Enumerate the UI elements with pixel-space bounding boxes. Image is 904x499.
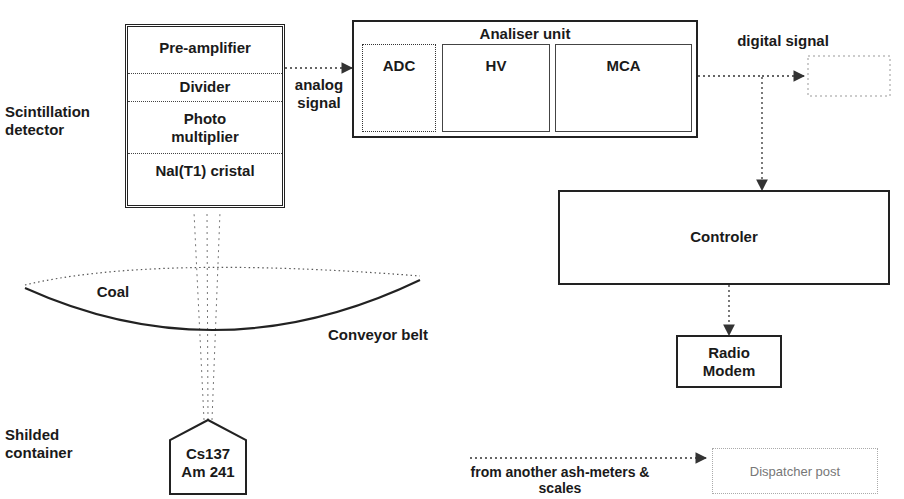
material-label: Coal [88,283,138,301]
block-box: Radio Modem [676,335,782,388]
signal-connector [728,285,729,335]
block-box: Scintillation detectorPre-amplifierDivid… [125,24,285,208]
block-label: NaI(T1) cristal [150,162,260,180]
block-label: Analiser unit [354,25,696,43]
block-box: MCA [555,44,692,132]
signal-label: digital signal [728,32,838,50]
outside-heading: Scintillation detector [5,103,117,139]
block-box: ADC [362,44,436,132]
source-container: Shilded containerCs137 Am 241 [168,418,248,496]
block-box: Controler [558,190,890,285]
block-label: ADC [363,57,435,75]
block-box: Pre-amplifier [128,29,282,73]
block-label: Dispatcher post [713,463,877,481]
block-label: Divider [128,78,282,96]
block-label: Controler [560,228,888,246]
block-label: HV [443,57,549,75]
coal-surface [25,267,420,285]
note-label: from another ash-meters & scales [470,464,650,496]
block-box: Divider [128,73,282,101]
signal-connector [285,67,352,68]
block-box: Dispatcher post [712,448,878,494]
block-label: Radio Modem [687,344,771,380]
conveyor-belt [25,280,420,330]
block-label: Photo multiplier [150,110,260,146]
receiver-box [808,56,890,96]
block-label: Cs137 Am 241 [177,445,239,481]
signal-arrow [762,75,804,76]
block-box: Photo multiplier [128,101,282,153]
block-label: MCA [556,57,691,75]
belt-label: Conveyor belt [318,326,438,344]
signal-label: analog signal [289,76,349,112]
outside-heading: Shilded container [5,426,109,462]
block-box: Analiser unitADC HV MCA [352,20,698,138]
signal-connector [698,76,762,190]
block-label: Pre-amplifier [128,39,282,57]
incoming-arrow [470,457,706,458]
block-box: HV [442,44,550,132]
block-box: NaI(T1) cristal [128,153,282,205]
beam-line [194,212,220,420]
